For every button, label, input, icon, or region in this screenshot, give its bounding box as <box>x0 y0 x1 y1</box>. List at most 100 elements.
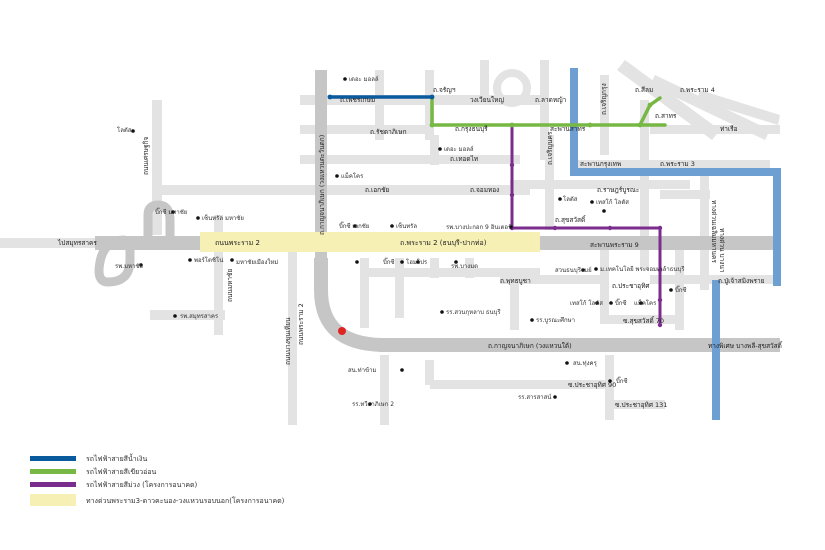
label-police: สน.ท่าข้าม <box>348 367 376 374</box>
label-tha-ruea: ท่าเรือ <box>720 125 738 133</box>
road-pracha-uthit <box>600 250 609 320</box>
label-ekkachai: ถ.เอกชัย <box>365 186 389 194</box>
road-thoet-thai <box>300 155 520 164</box>
transit-stations <box>327 94 663 328</box>
location-marker <box>338 327 346 335</box>
label-pracha-uthit: ถ.ประชาอุทิศ <box>612 282 650 290</box>
poi-dot-mahachai-new <box>230 258 234 262</box>
label-bangmot-school: รร.บูรณะศึกษา <box>536 317 575 324</box>
legend-swatch-green <box>30 469 76 474</box>
expressway <box>570 68 781 420</box>
road-rama3-mid <box>660 190 710 199</box>
poi-dot-lower-3 <box>553 395 557 399</box>
poi-dot-rama2-2 <box>390 224 394 228</box>
road-thung-khru <box>425 360 434 385</box>
label-bang-khun-thian: ถนนบางขุนเทียน <box>284 317 292 365</box>
station-green-5 <box>647 102 653 108</box>
road-rama3-lower <box>570 160 770 169</box>
label-rama4: ถ.พระราม 4 <box>680 86 715 94</box>
poi-dot-rama2-4 <box>400 260 404 264</box>
legend: รถไฟฟ้าสายสีน้ำเงิน รถไฟฟ้าสายสีเขียวอ่อ… <box>30 452 285 506</box>
label-ratburana: ถ.ราษฎร์บูรณะ <box>597 186 639 194</box>
poi-dot-porto <box>188 258 192 262</box>
road-suksawat-70 <box>600 315 680 324</box>
label-rama2-band: ถนนพระราม 2 <box>215 239 260 247</box>
poi-dot-lower-5 <box>368 402 372 406</box>
road-top-row <box>300 95 545 105</box>
poi-dot-big-c <box>171 210 175 214</box>
green-line <box>430 95 667 127</box>
poi-dot-lower-4 <box>608 379 612 383</box>
poi-dot-makro <box>335 174 339 178</box>
road-charoen-nakhon <box>540 60 549 160</box>
poi-dot-hosp-mahachai <box>139 263 143 267</box>
road-silom-diag <box>650 75 770 140</box>
road-ekkachai-top <box>230 185 530 195</box>
station-purple-6 <box>657 225 663 231</box>
label-charoen-nakhon: ถ.เจริญนคร <box>546 131 554 165</box>
road-mahachai-vertical <box>152 100 162 235</box>
poi-dot-suk-right <box>669 288 673 292</box>
road-sathorn-diag-2 <box>697 90 780 125</box>
poi-dot-rama2-8 <box>530 318 534 322</box>
label-mahachai: ถนนมหาชัย <box>226 269 234 302</box>
label-pracha-bigc: บิ๊กซี <box>615 298 627 307</box>
poi-dot-hosp-samut <box>173 314 177 318</box>
label-to-samut-sakhon: ไปสมุทรสาคร <box>57 239 97 247</box>
label-hosp-bangmot: รพ.บางมด <box>451 263 478 270</box>
road-lower-horizontal <box>360 268 540 277</box>
road-pracha-90 <box>430 380 610 389</box>
label-krungthon: ถ.กรุงธนบุรี <box>455 125 488 133</box>
poi-dot-pracha-3 <box>639 301 643 305</box>
road-right-vertical-700 <box>700 160 709 290</box>
road-kanchanaphisek-south <box>380 338 780 352</box>
station-purple-9 <box>657 322 663 328</box>
label-charoen-krung: ถ.เจริญกรุง <box>600 83 608 115</box>
label-rama2-road: ถ.พระราม 2 (ธนบุรี-ปากท่อ) <box>400 239 487 247</box>
legend-swatch-yellow <box>30 494 76 506</box>
station-purple-8 <box>657 297 663 303</box>
road-makro-horizontal <box>300 125 430 134</box>
label-kmutt: ม.เทคโนโลยี พระจอมเกล้าธนบุรี <box>600 265 685 273</box>
label-pracha-makro: แม็คโคร <box>634 298 657 307</box>
road-jomthong <box>430 135 439 165</box>
poi-dot-kmutt <box>594 267 598 271</box>
label-mahachai-new: มหาชัยเมืองใหม่ <box>236 258 278 266</box>
label-rama2-vertical: ถนนพระราม 2 <box>297 303 305 345</box>
label-ratchada: ถ.รัชดาภิเษก <box>370 128 407 136</box>
label-thungkru: สน.ทุ่งครุ <box>573 360 598 367</box>
road-mahachai-loop-right <box>214 215 223 335</box>
label-pracha-tesco: เทสโก้ โลตัส <box>570 299 603 307</box>
poi-dot-right-1 <box>602 209 606 213</box>
road-rat-burana <box>510 180 690 189</box>
label-big-c-mahachai: บิ๊กซี มหาชัย <box>155 207 187 216</box>
label-expressway-bangna: ทางด่วน บางนา <box>718 228 726 273</box>
station-purple-7 <box>657 267 663 273</box>
label-krungthep-bridge: สะพานกรุงเทพ <box>580 160 621 168</box>
station-purple-4 <box>552 225 558 231</box>
mahachai-loop-2 <box>143 200 175 238</box>
transit-lines <box>328 95 667 327</box>
station-blue-1 <box>327 94 333 100</box>
label-chom-thong: ถ.จอมทอง <box>470 186 499 194</box>
label-sarasas: รร.สารสาสน์ <box>518 393 551 401</box>
road-left-far <box>0 238 95 248</box>
poi-dot-central-mahachai <box>196 216 200 220</box>
road-lat-ya <box>480 60 489 100</box>
poi-dot-mall-2 <box>438 147 442 151</box>
label-satri: รร.ทวีธาภิเษก 2 <box>352 400 394 408</box>
legend-label-green: รถไฟฟ้าสายสีเขียวอ่อน <box>86 467 157 476</box>
label-hosp-samut: รพ.สมุทรสาคร <box>180 313 219 320</box>
poi-dot-rama2-5 <box>416 260 420 264</box>
label-suksawat70: ซ.สุขสวัสดิ์ 70 <box>623 316 664 325</box>
poi-dot-charoen-1 <box>558 197 562 201</box>
poi-dot-pracha-2 <box>609 301 613 305</box>
poi-dot-charoen-2 <box>590 200 594 204</box>
road-sathorn-diag <box>600 75 609 155</box>
station-green-4 <box>637 122 643 128</box>
poi-dot-suanthon <box>581 268 585 272</box>
label-lat-ya: ถ.ลาดหญ้า <box>535 96 567 104</box>
station-blue-2 <box>429 94 435 100</box>
label-suksawat: ถ.สุขสวัสดิ์ <box>555 215 587 224</box>
